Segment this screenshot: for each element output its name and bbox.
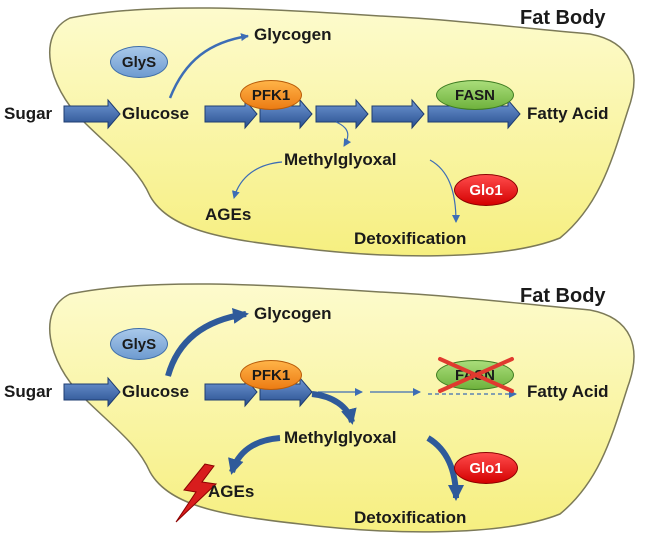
fat-body-title: Fat Body — [520, 285, 606, 307]
glucose-label: Glucose — [122, 104, 190, 123]
arrow-sugar-glucose — [63, 98, 121, 130]
methylglyoxal-label: Methylglyoxal — [284, 150, 397, 169]
fat-body-title: Fat Body — [520, 7, 606, 29]
sugar-label: Sugar — [4, 104, 53, 123]
arrow-to-methylglyoxal-thick — [311, 391, 357, 425]
damage-lightning-icon — [175, 463, 218, 523]
arrow-step-1 — [204, 98, 258, 130]
pfk1-enzyme-badge: PFK1 — [240, 360, 302, 390]
fatty-acid-label: Fatty Acid — [527, 104, 609, 123]
panel-altered: Fat Body Sugar Glucose Glycogen Fatty Ac… — [0, 276, 649, 552]
methylglyoxal-label: Methylglyoxal — [284, 428, 397, 447]
glycogen-label: Glycogen — [254, 25, 332, 44]
pfk1-enzyme-badge: PFK1 — [240, 80, 302, 110]
arrow-step-3 — [315, 98, 369, 130]
fasn-blocked-cross-icon — [438, 357, 514, 393]
glys-enzyme-badge: GlyS — [110, 46, 168, 78]
fatty-acid-label: Fatty Acid — [527, 382, 609, 401]
panel-normal: Fat Body Sugar Glucose Glycogen Fatty Ac… — [4, 7, 635, 257]
arrow-methylglyoxal-ages — [231, 161, 283, 199]
fasn-enzyme-badge: FASN — [436, 80, 514, 110]
arrow-sugar-glucose — [63, 376, 121, 408]
arrow-methylglyoxal-detox-thick — [426, 435, 464, 501]
detoxification-label: Detoxification — [354, 508, 467, 527]
arrow-methylglyoxal-ages-thick — [228, 435, 281, 475]
detoxification-label: Detoxification — [354, 229, 467, 248]
sugar-label: Sugar — [4, 382, 53, 401]
arrow-glucose-glycogen-thick — [165, 307, 249, 377]
arrow-step-4 — [371, 98, 425, 130]
glys-enzyme-badge: GlyS — [110, 328, 168, 360]
ages-label: AGEs — [208, 482, 255, 501]
glucose-label: Glucose — [122, 382, 190, 401]
ages-label: AGEs — [205, 205, 252, 224]
glycogen-label: Glycogen — [254, 304, 332, 323]
glo1-enzyme-badge: Glo1 — [454, 452, 518, 484]
arrow-glucose-glycogen — [168, 33, 249, 99]
arrow-methylglyoxal-detox — [429, 159, 460, 223]
glo1-enzyme-badge: Glo1 — [454, 174, 518, 206]
arrow-to-methylglyoxal — [335, 121, 352, 147]
